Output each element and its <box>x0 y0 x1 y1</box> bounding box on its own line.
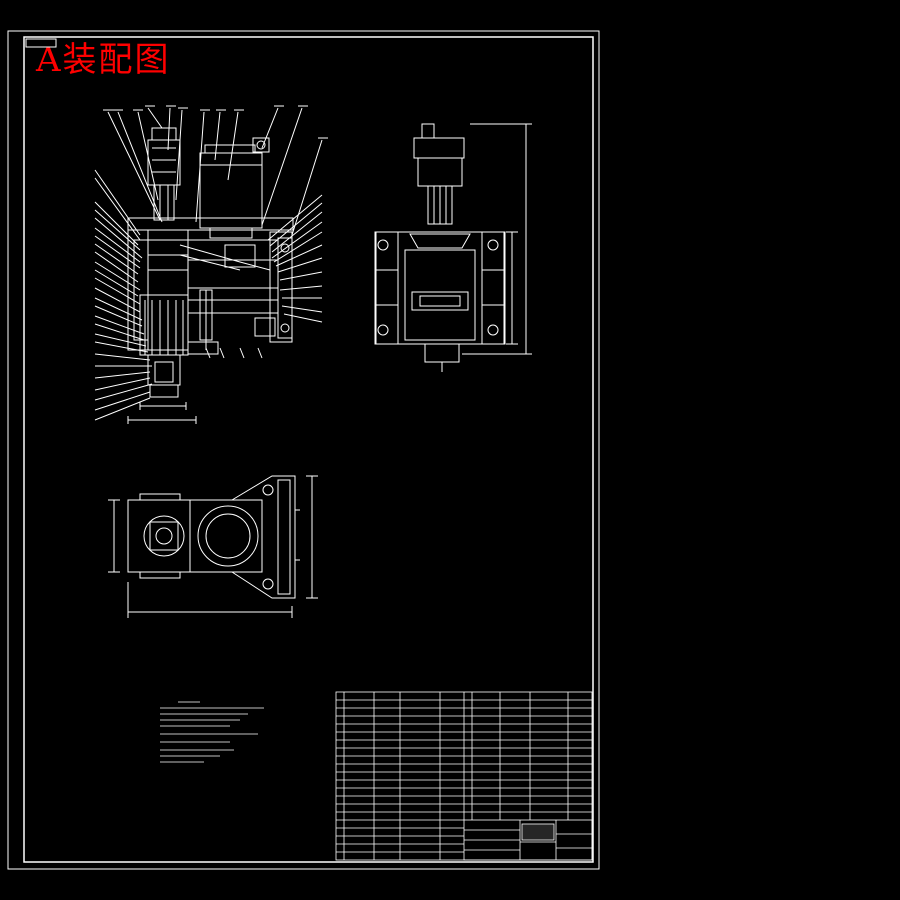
corner-tag-box <box>25 38 57 48</box>
drawing-title: A装配图 <box>36 40 171 80</box>
table-row-lines <box>336 699 592 853</box>
outer-border <box>7 30 600 870</box>
side-view <box>374 123 532 372</box>
parts-list-table <box>335 691 593 861</box>
front-section-view <box>94 105 328 424</box>
inner-border <box>23 36 594 863</box>
top-view <box>108 475 318 618</box>
technical-notes <box>160 701 264 763</box>
